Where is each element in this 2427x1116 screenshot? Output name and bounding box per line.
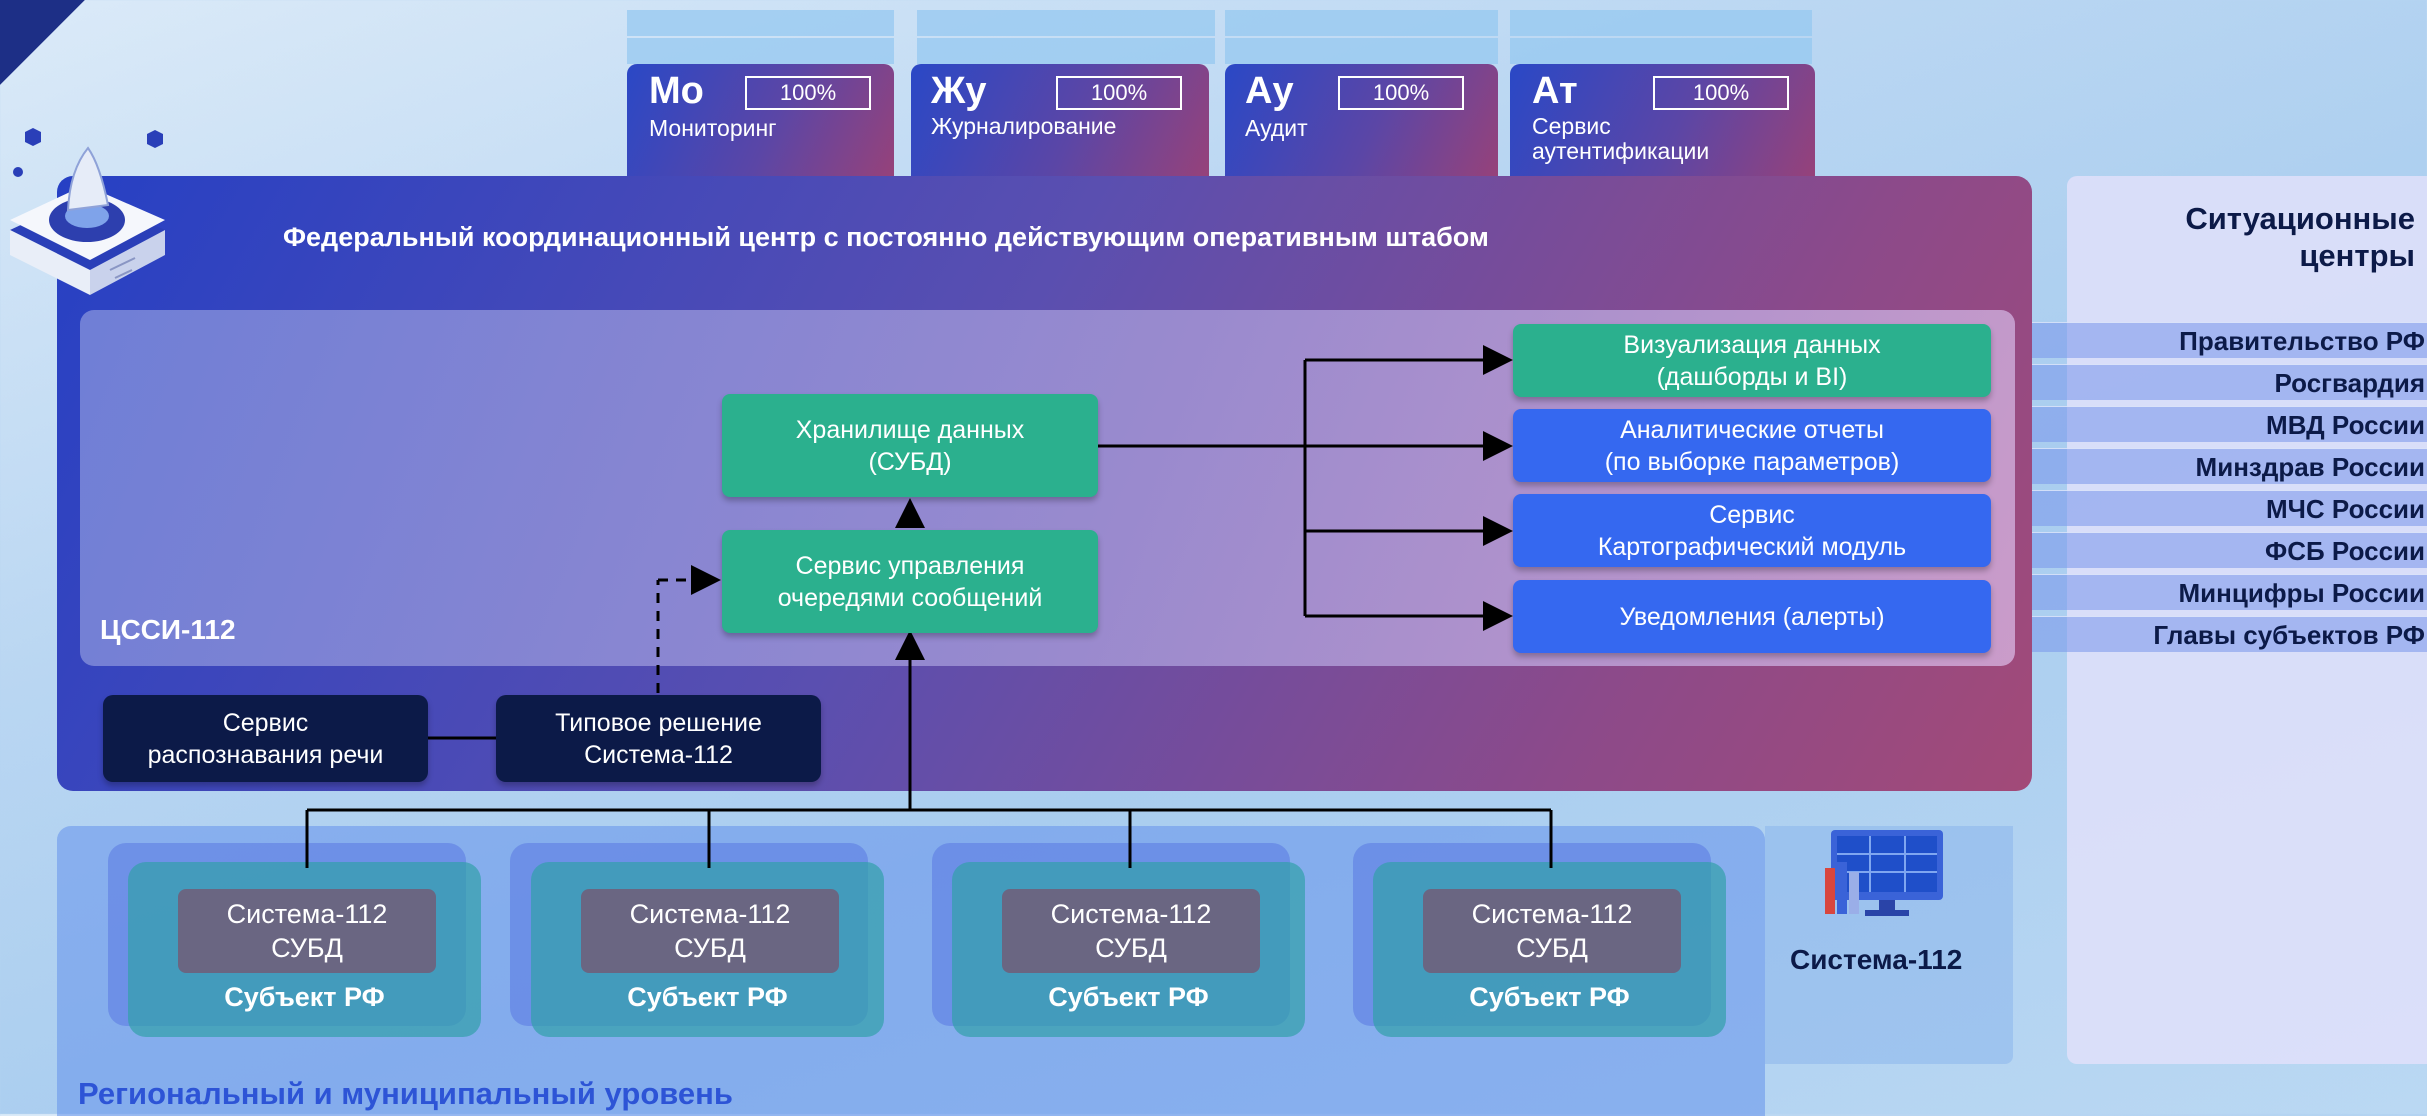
- module-tile: Ау 100% Аудит: [1225, 64, 1498, 176]
- module-percent: 100%: [1338, 76, 1464, 110]
- module-percent: 100%: [745, 76, 871, 110]
- cssi-112-label: ЦССИ-112: [100, 614, 236, 645]
- module-code: Ат: [1532, 70, 1578, 112]
- module-code: Жу: [931, 70, 987, 112]
- message-queue-box: Сервис управления очередями сообщений: [722, 530, 1098, 633]
- subject-label: Субъект РФ: [627, 982, 788, 1012]
- data-storage-box: Хранилище данных (СУБД): [722, 394, 1098, 497]
- module-tile: Жу 100% Журналирование: [911, 64, 1209, 176]
- top-strip: [1225, 38, 1498, 64]
- federal-center-title: Федеральный координационный центр с пост…: [283, 222, 1489, 252]
- typical-solution-box: Типовое решение Система-112: [496, 695, 821, 782]
- system-112-icon: [1825, 830, 1943, 916]
- top-strip: [1510, 38, 1812, 64]
- situation-centers-title: Ситуационные центры: [2185, 201, 2415, 273]
- top-strip: [1510, 10, 1812, 36]
- module-name: Мониторинг: [649, 115, 777, 141]
- module-name: Аудит: [1245, 115, 1308, 141]
- module-tile: Ат 100% Сервис аутентификации: [1510, 64, 1815, 176]
- system-112-label: Система-112: [1790, 944, 1963, 975]
- situation-center-item: Росгвардия: [2030, 364, 2427, 400]
- module-name: Журналирование: [931, 113, 1117, 139]
- module-percent: 100%: [1653, 76, 1789, 110]
- data-visualization-box: Визуализация данных (дашборды и BI): [1513, 324, 1991, 397]
- top-strip: [627, 38, 894, 64]
- situation-center-item: Минцифры России: [2030, 574, 2427, 610]
- subject-database: Система-112 СУБД: [581, 889, 839, 973]
- subject-label: Субъект РФ: [1469, 982, 1630, 1012]
- situation-center-item: Правительство РФ: [2030, 322, 2427, 358]
- map-module-box: Сервис Картографический модуль: [1513, 494, 1991, 567]
- top-strip: [917, 38, 1215, 64]
- analytic-reports-box: Аналитические отчеты (по выборке парамет…: [1513, 409, 1991, 482]
- top-strip: [1225, 10, 1498, 36]
- situation-center-item: Минздрав России: [2030, 448, 2427, 484]
- subject-label: Субъект РФ: [224, 982, 385, 1012]
- top-strip: [917, 10, 1215, 36]
- subject-database: Система-112 СУБД: [1002, 889, 1260, 973]
- subject-database: Система-112 СУБД: [1423, 889, 1681, 973]
- server-icon: [10, 128, 165, 295]
- alerts-box: Уведомления (алерты): [1513, 580, 1991, 653]
- module-tile: Мо 100% Мониторинг: [627, 64, 894, 176]
- subject-database: Система-112 СУБД: [178, 889, 436, 973]
- regional-level-title: Региональный и муниципальный уровень: [78, 1076, 733, 1111]
- module-percent: 100%: [1056, 76, 1182, 110]
- speech-recognition-box: Сервис распознавания речи: [103, 695, 428, 782]
- module-code: Ау: [1245, 70, 1294, 112]
- top-strip: [627, 10, 894, 36]
- module-name: Сервис аутентификации: [1532, 113, 1710, 164]
- situation-center-item: МЧС России: [2030, 490, 2427, 526]
- situation-center-item: МВД России: [2030, 406, 2427, 442]
- situation-center-item: Главы субъектов РФ: [2030, 616, 2427, 652]
- subject-label: Субъект РФ: [1048, 982, 1209, 1012]
- module-code: Мо: [649, 70, 704, 112]
- situation-center-item: ФСБ России: [2030, 532, 2427, 568]
